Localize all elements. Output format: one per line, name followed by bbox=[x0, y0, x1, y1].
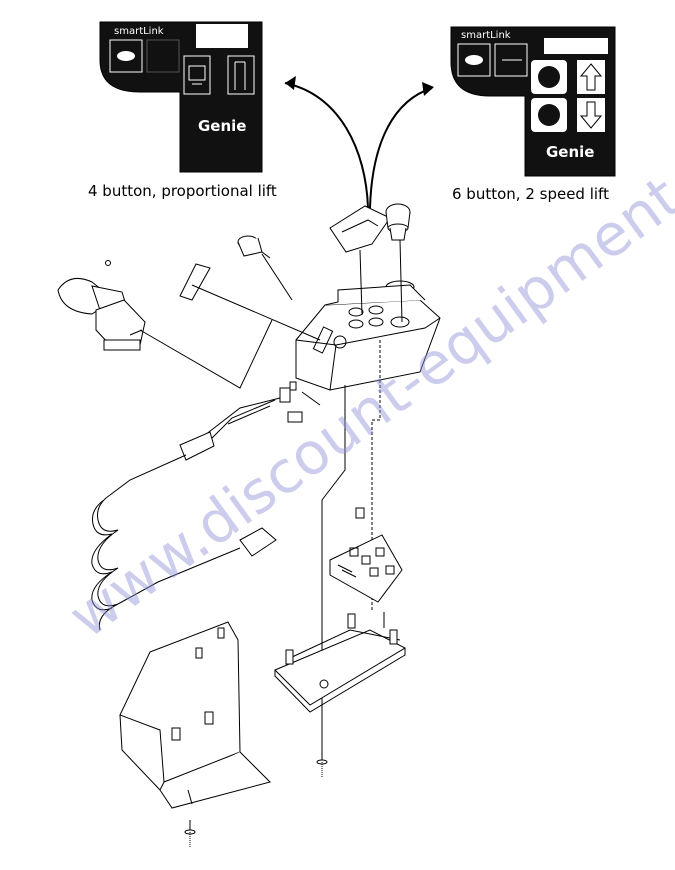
right-smartlink-text: smartLink bbox=[461, 30, 511, 41]
eye-icon bbox=[117, 51, 135, 61]
arrow-to-right-decal bbox=[369, 87, 433, 209]
mounting-bracket bbox=[119, 621, 271, 809]
left-drive-button bbox=[183, 55, 211, 95]
left-blank-button bbox=[146, 39, 180, 73]
screw-icon bbox=[184, 829, 196, 848]
lift-icon bbox=[234, 61, 246, 90]
harness-connectors bbox=[279, 381, 303, 423]
alarm-horn bbox=[237, 235, 271, 259]
left-lift-button bbox=[227, 55, 255, 95]
leader-lines bbox=[139, 239, 403, 760]
arrowhead-left-icon bbox=[285, 76, 296, 90]
harness-label-strip bbox=[179, 263, 211, 301]
drive-icon bbox=[188, 65, 206, 85]
screw-icon bbox=[316, 759, 328, 778]
right-up-button bbox=[577, 60, 605, 94]
speed-icon bbox=[538, 104, 560, 126]
eye-icon bbox=[465, 55, 483, 65]
coiled-cable bbox=[91, 397, 281, 631]
left-display-window bbox=[196, 24, 248, 48]
emergency-stop-button bbox=[385, 203, 411, 241]
control-box-housing bbox=[295, 284, 441, 391]
right-control-decal: smartLink Genie bbox=[450, 26, 616, 177]
caption-6-button: 6 button, 2 speed lift bbox=[452, 185, 609, 203]
arrowhead-right-icon bbox=[422, 82, 434, 96]
speed-icon bbox=[538, 66, 560, 88]
caption-4-button: 4 button, proportional lift bbox=[88, 182, 277, 200]
left-smartlink-text: smartLink bbox=[114, 26, 164, 37]
arrow-up-icon bbox=[579, 63, 603, 91]
joystick-controller bbox=[57, 260, 146, 351]
left-control-decal: smartLink Genie bbox=[99, 21, 263, 173]
selection-arrows bbox=[284, 76, 434, 209]
right-down-button bbox=[577, 98, 605, 132]
arrow-to-left-decal bbox=[284, 82, 369, 209]
right-genie-logo: Genie bbox=[546, 143, 594, 161]
left-genie-logo: Genie bbox=[198, 117, 246, 135]
screw-icon bbox=[105, 260, 111, 266]
top-decal-sheet bbox=[329, 205, 391, 253]
right-display-window bbox=[544, 38, 608, 54]
arrow-down-icon bbox=[579, 101, 603, 129]
circuit-board bbox=[329, 507, 403, 628]
control-box-bottom-cover bbox=[274, 613, 407, 713]
